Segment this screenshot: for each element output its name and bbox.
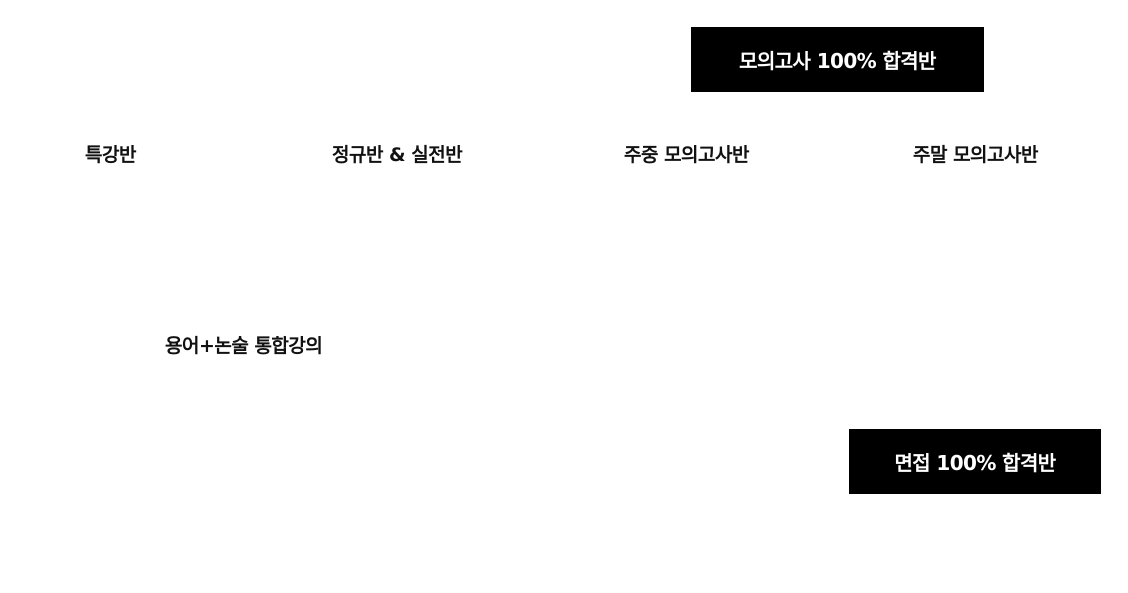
course-link-regular-practical[interactable]: 정규반 & 실전반	[332, 144, 463, 166]
course-link-special[interactable]: 특강반	[85, 144, 136, 166]
mock-exam-pass-badge[interactable]: 모의고사 100% 합격반	[691, 27, 984, 92]
course-link-weekend-mock[interactable]: 주말 모의고사반	[913, 144, 1038, 166]
mock-exam-pass-badge-label: 모의고사 100% 합격반	[739, 49, 936, 73]
interview-pass-badge-label: 면접 100% 합격반	[894, 451, 1056, 475]
course-link-weekday-mock[interactable]: 주중 모의고사반	[624, 144, 749, 166]
course-link-integrated[interactable]: 용어+논술 통합강의	[165, 335, 323, 357]
interview-pass-badge[interactable]: 면접 100% 합격반	[849, 429, 1101, 494]
